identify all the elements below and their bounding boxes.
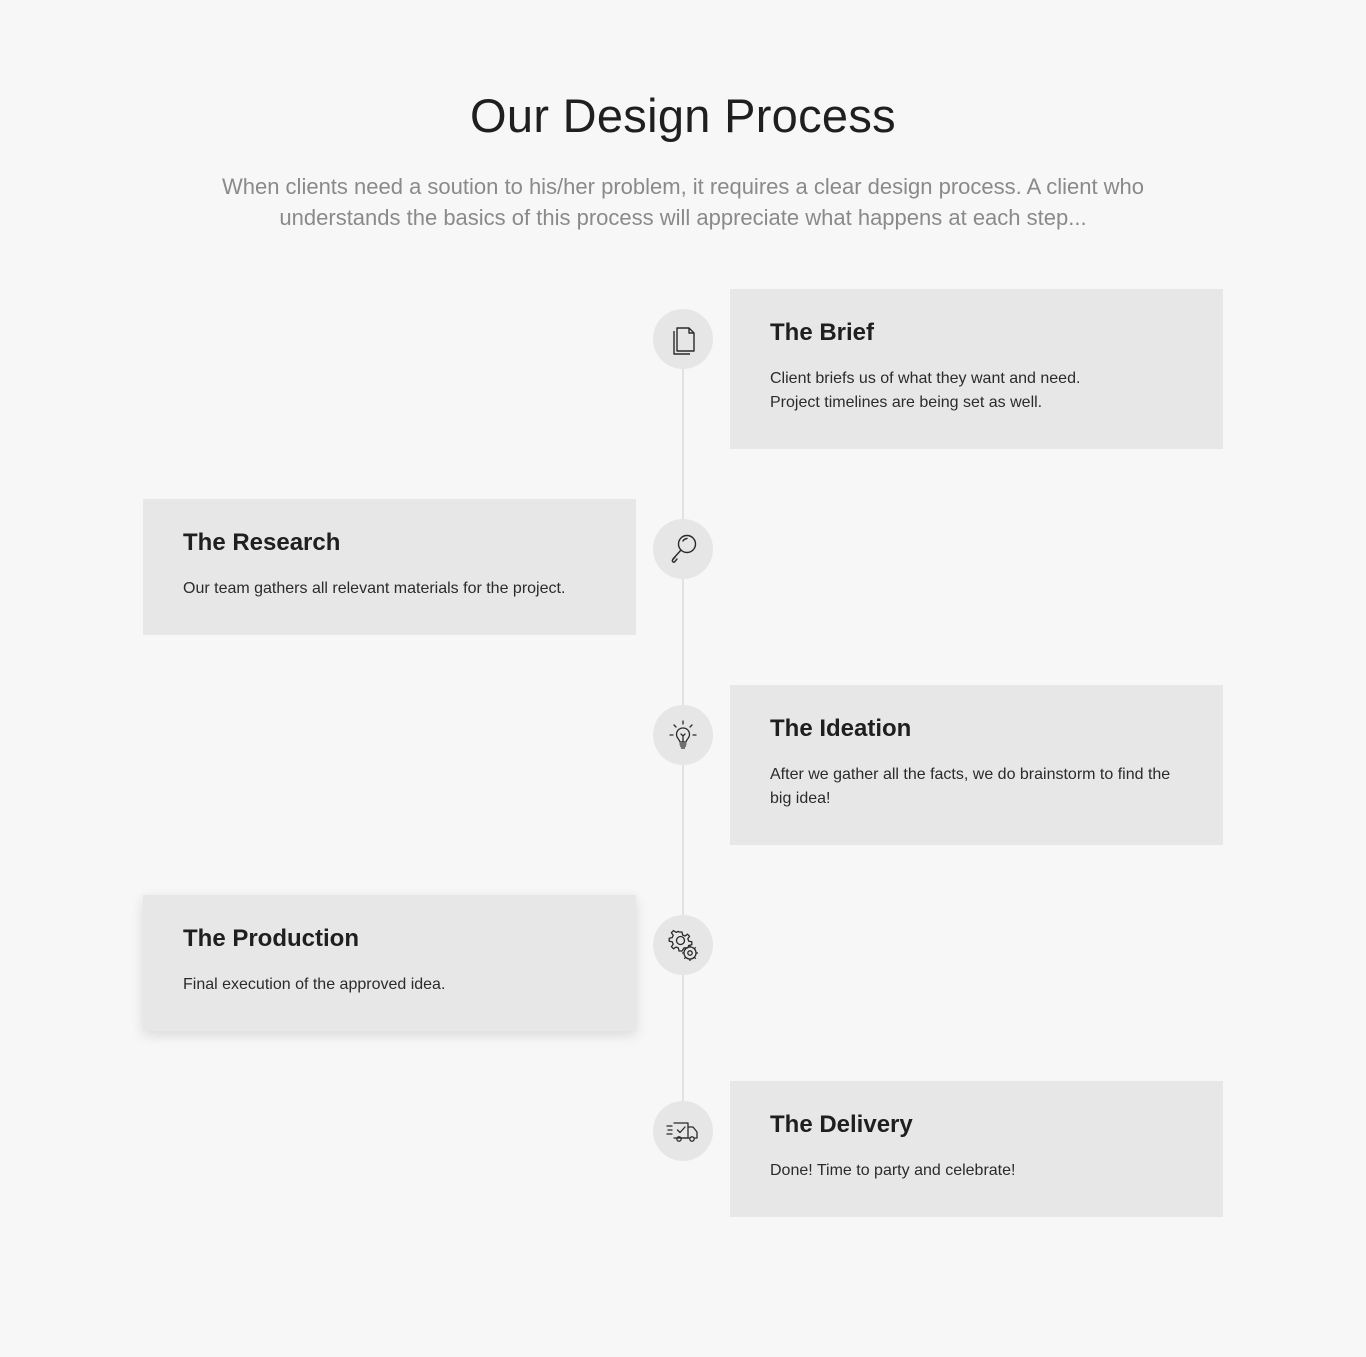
step-description: Our team gathers all relevant materials … [183, 580, 566, 597]
magnifier-icon [671, 534, 697, 563]
step-description: Final execution of the approved idea. [183, 976, 446, 993]
gears-icon [668, 929, 698, 961]
timeline-node-production [653, 915, 713, 975]
timeline-node-ideation [653, 705, 713, 765]
timeline-node-delivery [653, 1101, 713, 1161]
step-card-production: The Production Final execution of the ap… [143, 895, 636, 1031]
step-title: The Production [183, 925, 359, 952]
step-card-brief: The Brief Client briefs us of what they … [730, 289, 1223, 449]
step-description: Client briefs us of what they want and n… [770, 370, 1081, 411]
step-title: The Research [183, 529, 341, 556]
delivery-truck-icon [666, 1122, 698, 1142]
page-subtitle: When clients need a soution to his/her p… [221, 174, 1145, 230]
step-card-research: The Research Our team gathers all releva… [143, 499, 636, 635]
step-description: After we gather all the facts, we do bra… [770, 766, 1171, 807]
step-card-delivery: The Delivery Done! Time to party and cel… [730, 1081, 1223, 1217]
document-icon [673, 327, 695, 355]
timeline-node-research [653, 519, 713, 579]
step-card-ideation: The Ideation After we gather all the fac… [730, 685, 1223, 845]
lightbulb-icon [669, 720, 697, 749]
step-description: Done! Time to party and celebrate! [770, 1162, 1016, 1179]
step-title: The Ideation [770, 715, 912, 742]
timeline-node-brief [653, 309, 713, 369]
page-title: Our Design Process [470, 89, 896, 142]
step-title: The Delivery [770, 1111, 913, 1138]
step-title: The Brief [770, 319, 875, 346]
